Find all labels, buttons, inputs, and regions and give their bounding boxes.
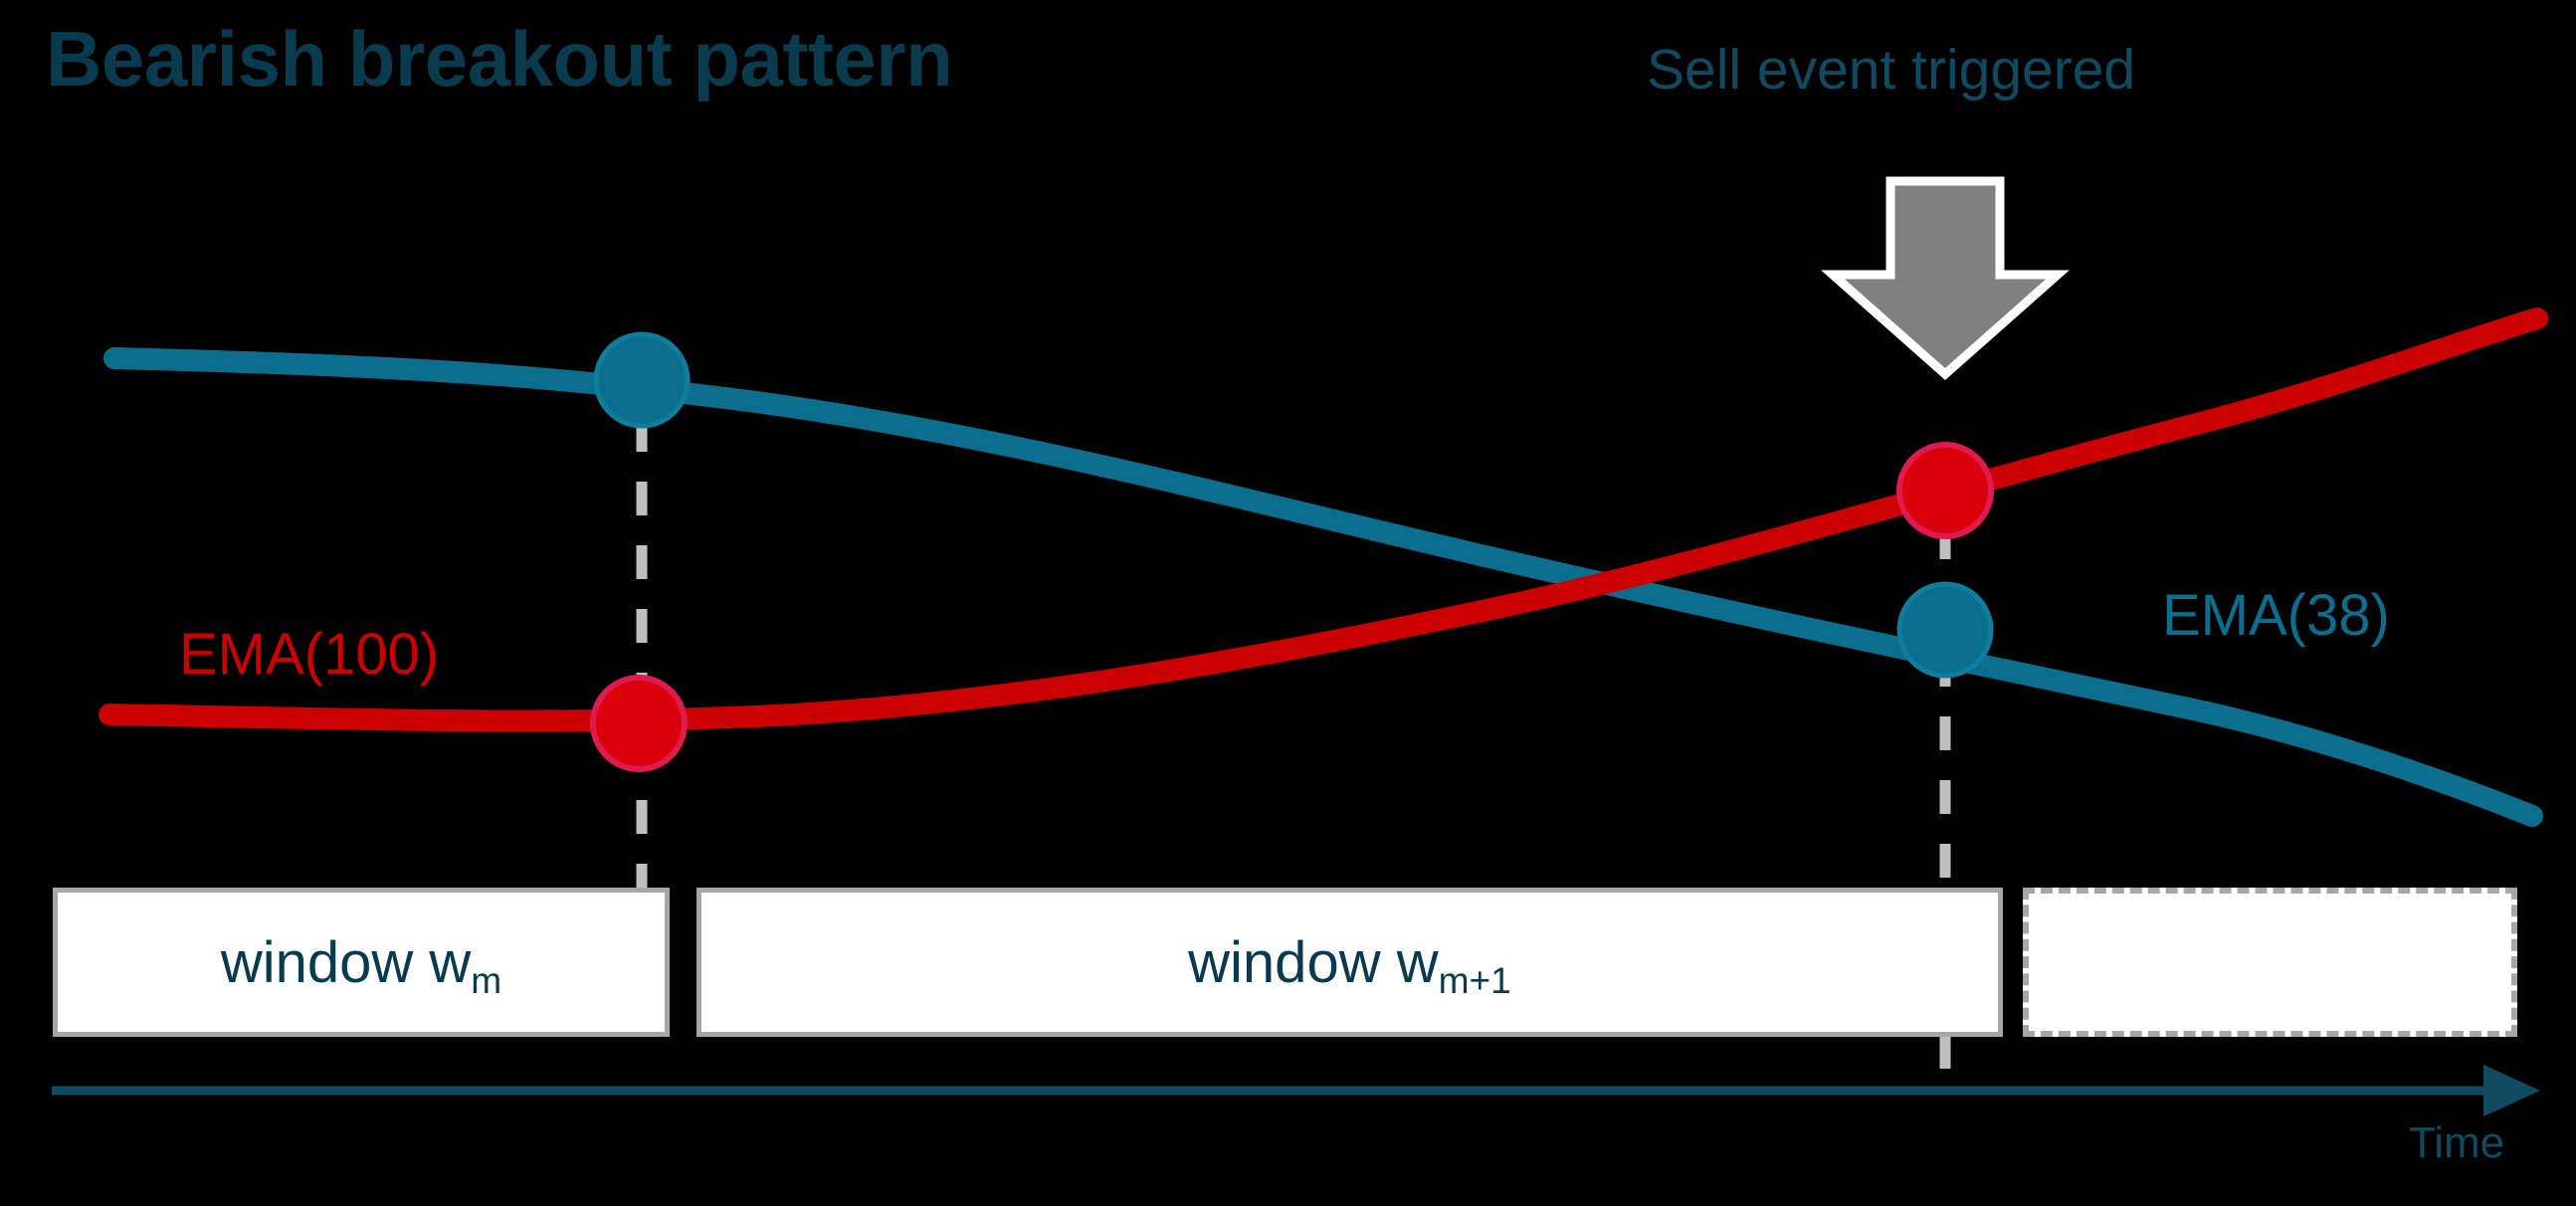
window-box-wm1[interactable]: window wm+1 — [696, 888, 2003, 1037]
sell-event-annotation: Sell event triggered — [1647, 38, 2136, 101]
marker-ema-slow-window-m1[interactable] — [1896, 442, 1994, 539]
ema-slow-curve — [99, 307, 2548, 732]
sell-event-arrow-down-icon — [1821, 176, 2070, 381]
ema-fast-series-label: EMA(38) — [2162, 583, 2390, 648]
marker-ema-slow-window-m[interactable] — [590, 675, 688, 772]
marker-ema-fast-window-m1[interactable] — [1896, 581, 1994, 679]
window-box-wm-label-text: window w — [220, 929, 472, 995]
window-box-wm1-label-text: window w — [1188, 929, 1439, 995]
marker-ema-fast-window-m[interactable] — [593, 331, 691, 429]
time-axis-arrowhead-icon — [2483, 1065, 2540, 1116]
window-box-wm-label: window wm — [220, 929, 501, 1001]
window-box-wm[interactable]: window wm — [53, 888, 670, 1037]
window-box-wm1-label-subscript: m+1 — [1438, 958, 1511, 1001]
time-axis-label: Time — [2409, 1118, 2505, 1167]
ema-slow-series-label: EMA(100) — [179, 622, 440, 687]
window-box-wm-label-subscript: m — [471, 958, 502, 1001]
window-box-wm1-label: window wm+1 — [1188, 929, 1511, 1001]
page-title: Bearish breakout pattern — [46, 15, 953, 102]
window-box-next-empty[interactable] — [2023, 888, 2517, 1037]
